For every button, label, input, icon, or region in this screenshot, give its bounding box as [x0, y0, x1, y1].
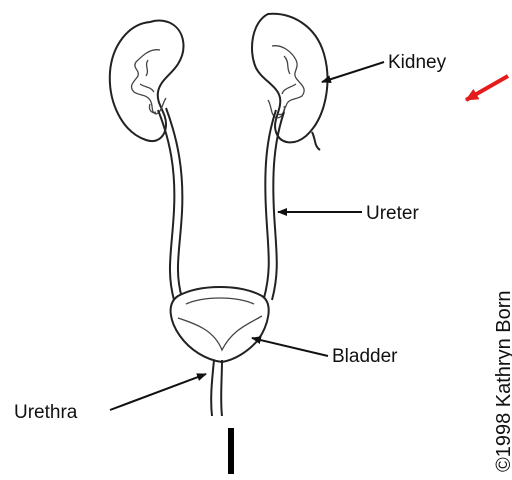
bladder-label: Bladder [332, 346, 398, 367]
kidney-label: Kidney [388, 52, 447, 73]
bladder [171, 287, 269, 362]
copyright-credit: ©1998 Kathryn Born [493, 290, 512, 472]
bladder-pointer-line [252, 338, 328, 356]
urethra [211, 360, 222, 416]
ureters [158, 108, 284, 300]
urethra-label: Urethra [14, 402, 78, 423]
right-kidney [252, 14, 327, 150]
red-pointer-arrow [466, 76, 508, 100]
ureter-label: Ureter [366, 203, 419, 224]
urethra-pointer-line [110, 374, 206, 410]
kidney-pointer-line [322, 62, 384, 82]
scale-bar [228, 428, 234, 474]
left-kidney [110, 21, 184, 142]
